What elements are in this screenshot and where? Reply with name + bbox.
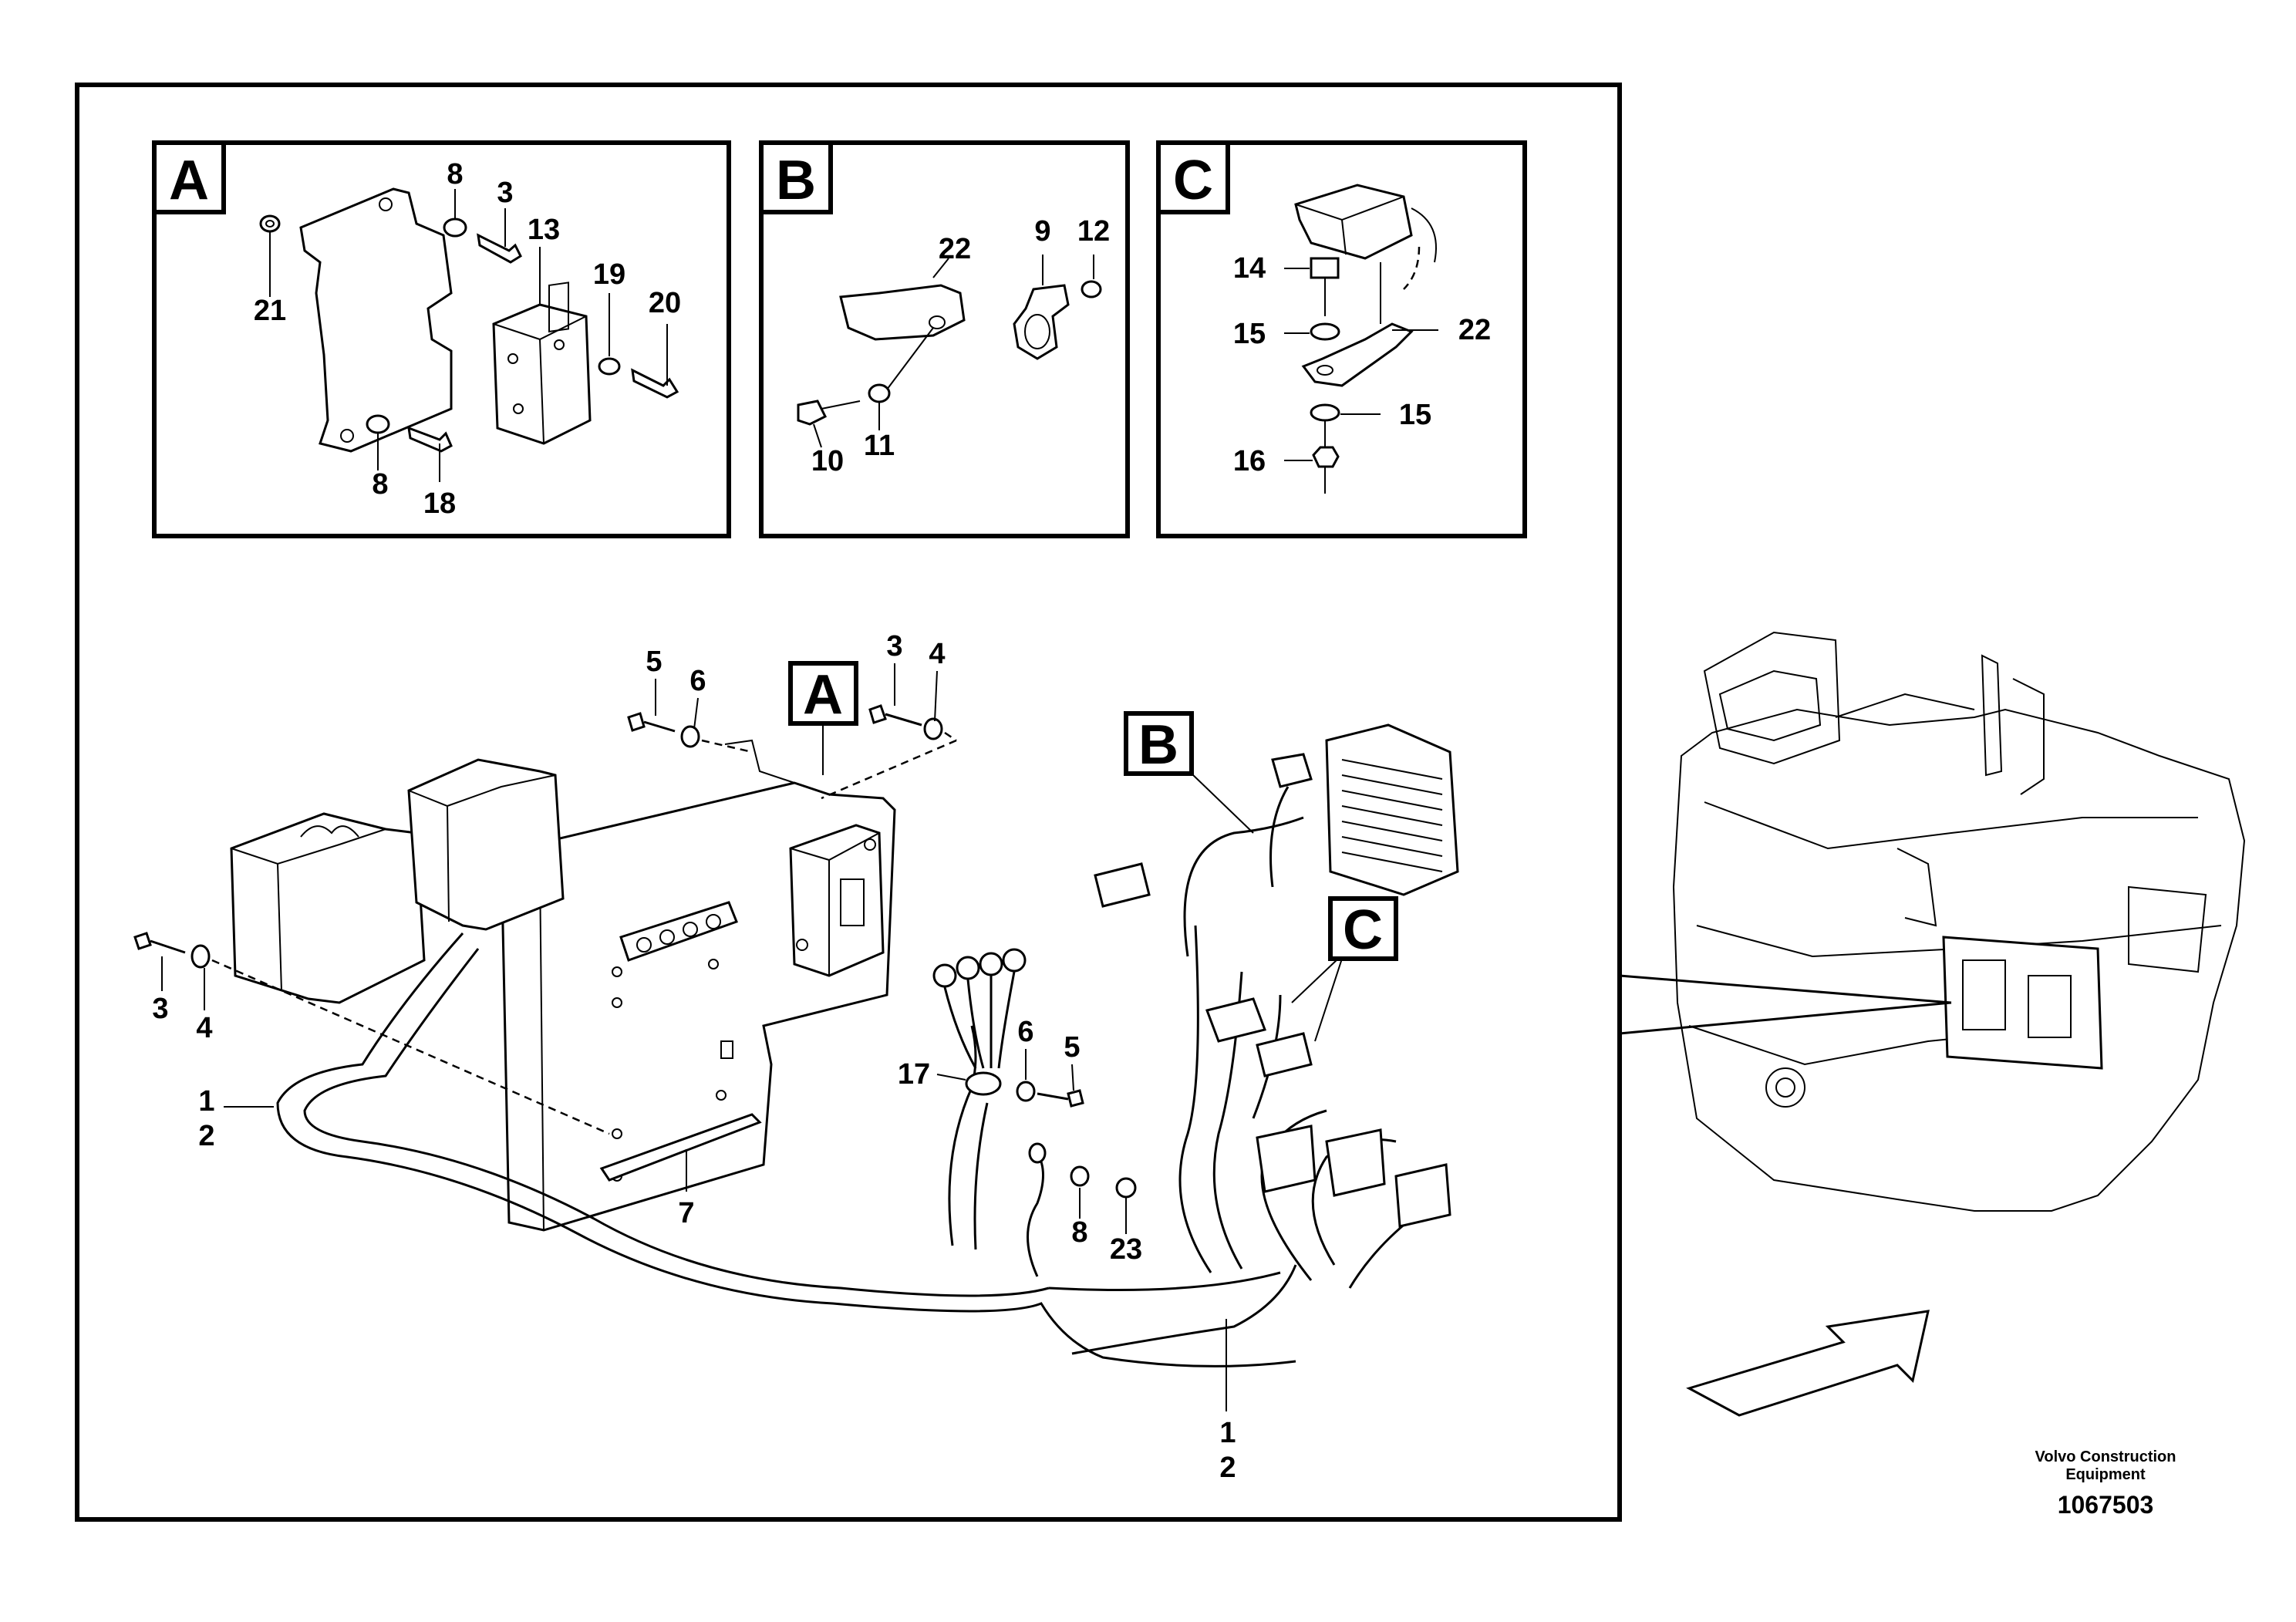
detail-panel-c: C 14 15 22 15 16	[1156, 140, 1527, 538]
callout-b-12: 12	[1077, 215, 1110, 248]
callout-a-18: 18	[423, 487, 456, 520]
detail-panel-b: B 22 9 12 10 11	[759, 140, 1130, 538]
strip-7	[599, 1113, 762, 1182]
main-frame	[75, 83, 1622, 1522]
callout-main-5-top: 5	[646, 646, 662, 678]
callout-main-1-left: 1	[198, 1085, 214, 1118]
callout-a-13: 13	[528, 214, 560, 246]
callout-a-3: 3	[497, 177, 513, 209]
callout-main-2-left: 2	[198, 1120, 214, 1152]
main-assembly: A B C 5 6 3 4 3 4 1 2 7 17 6 5	[133, 630, 1459, 1484]
view-arrow	[1686, 1310, 1930, 1417]
callout-main-6-top: 6	[689, 665, 706, 697]
callout-b-11: 11	[864, 430, 895, 462]
main-box-b-letter: B	[1138, 714, 1178, 776]
callout-main-4-left: 4	[196, 1012, 212, 1044]
callout-main-1-bottom: 1	[1219, 1417, 1236, 1449]
callout-b-10: 10	[811, 445, 844, 477]
ring-terminals	[932, 948, 1027, 1096]
control-unit	[1325, 723, 1459, 896]
callout-c-22: 22	[1458, 314, 1491, 346]
main-box-c	[1328, 896, 1398, 961]
machine-location-view	[1619, 631, 2246, 1417]
relay-right	[407, 758, 565, 931]
callout-c-16: 16	[1233, 445, 1266, 477]
detail-panel-a: A 8 3 13 21	[152, 140, 731, 538]
panel-b-letter: B	[776, 150, 816, 211]
callout-c-15-bottom: 15	[1399, 399, 1431, 431]
panel-a-letter: A	[169, 150, 209, 211]
callout-main-6-mid: 6	[1017, 1016, 1033, 1048]
callout-main-3-top: 3	[886, 630, 902, 663]
main-box-b	[1124, 711, 1194, 776]
callout-main-2-bottom: 2	[1219, 1452, 1236, 1484]
callout-c-14: 14	[1233, 252, 1266, 285]
relay-left	[230, 812, 426, 1004]
callout-a-8-top: 8	[447, 158, 463, 191]
callout-main-3-left: 3	[152, 993, 168, 1025]
callout-main-23: 23	[1110, 1233, 1142, 1266]
credit-line-1: Volvo Construction	[2035, 1448, 2176, 1465]
drawing-number: 1067503	[2058, 1491, 2154, 1519]
panel-c-letter: C	[1173, 150, 1213, 211]
callout-a-20: 20	[649, 287, 681, 319]
callout-a-8-bottom: 8	[372, 468, 388, 501]
callout-b-9: 9	[1034, 215, 1050, 248]
callout-b-22: 22	[939, 233, 971, 265]
main-box-a	[788, 661, 858, 726]
callout-main-7: 7	[678, 1197, 694, 1229]
callout-main-5-mid: 5	[1064, 1031, 1080, 1064]
callout-main-4-top: 4	[929, 638, 945, 670]
callout-c-15-top: 15	[1233, 318, 1266, 350]
credit-line-2: Equipment	[2065, 1466, 2146, 1483]
callout-a-19: 19	[593, 258, 625, 291]
callout-main-17: 17	[898, 1058, 930, 1091]
callout-a-21: 21	[254, 295, 286, 327]
main-box-a-letter: A	[803, 664, 843, 726]
callout-main-8-mid: 8	[1071, 1216, 1087, 1249]
main-box-c-letter: C	[1343, 899, 1383, 961]
